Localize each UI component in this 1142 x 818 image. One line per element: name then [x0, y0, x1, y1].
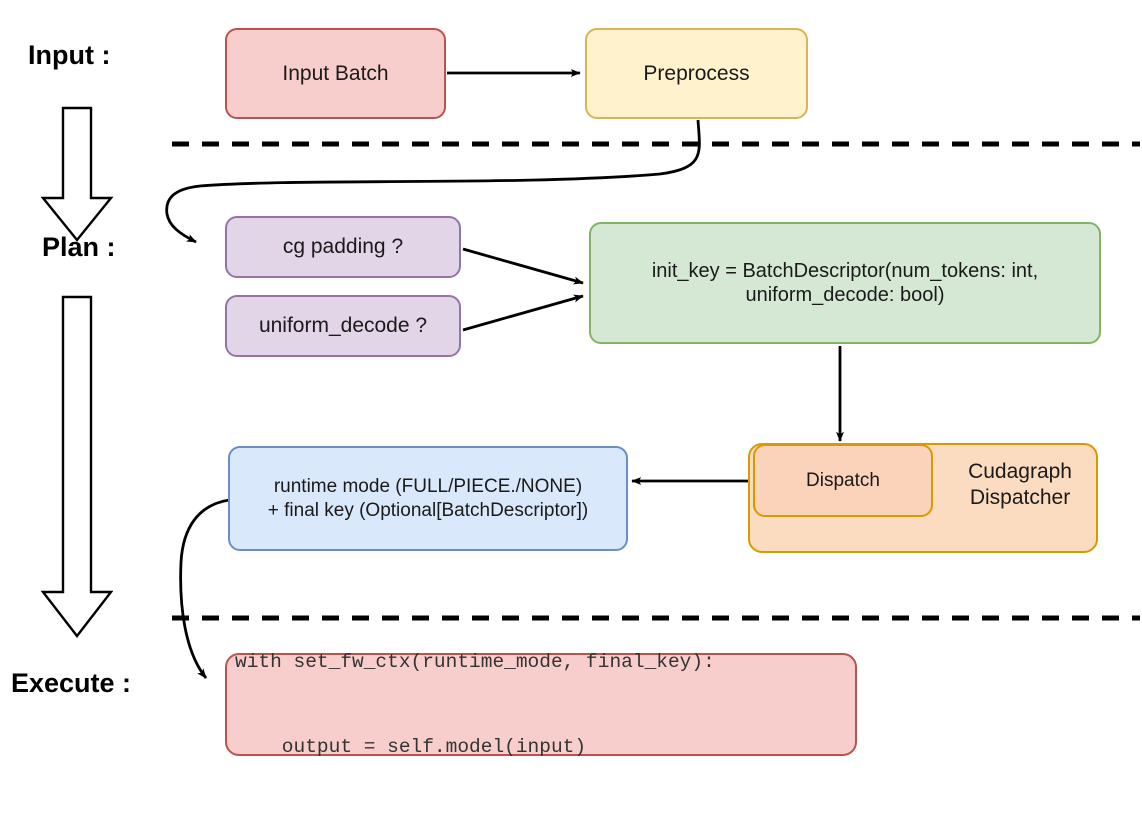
diagram-canvas: Input : Plan : Execute : Input Batch Pre… [11, 28, 1140, 758]
node-cg-padding[interactable]: cg padding ? [225, 216, 461, 278]
node-cudagraph-dispatcher-line2: Dispatcher [969, 485, 1071, 509]
node-execute-code-line2: output = self.model(input) [235, 735, 587, 758]
node-input-batch-label: Input Batch [282, 61, 389, 85]
node-input-batch[interactable]: Input Batch [225, 28, 446, 119]
node-execute-code-line1: with set_fw_ctx(runtime_mode, final_key)… [235, 650, 715, 673]
node-init-key-line1: init_key = BatchDescriptor(num_tokens: i… [651, 259, 1039, 282]
cg-padding-to-init-key-arrow [462, 247, 584, 285]
node-dispatch[interactable]: Dispatch [753, 444, 933, 517]
node-preprocess-label: Preprocess [643, 61, 750, 85]
input-to-plan-block-arrow [40, 106, 114, 242]
uniform-decode-to-init-key-arrow [462, 294, 584, 332]
node-uniform-decode[interactable]: uniform_decode ? [225, 295, 461, 357]
node-execute-code[interactable]: with set_fw_ctx(runtime_mode, final_key)… [225, 651, 857, 758]
stage-label-plan: Plan : [42, 232, 116, 262]
node-preprocess[interactable]: Preprocess [585, 28, 808, 119]
node-dispatch-label: Dispatch [806, 469, 880, 491]
runtime-mode-to-execute-code-arrow [179, 498, 230, 679]
node-init-key[interactable]: init_key = BatchDescriptor(num_tokens: i… [589, 222, 1101, 344]
node-runtime-mode-line2: + final key (Optional[BatchDescriptor]) [267, 499, 589, 521]
node-uniform-decode-label: uniform_decode ? [258, 314, 428, 338]
stage-label-input: Input : [28, 40, 111, 70]
plan-to-execute-block-arrow [40, 295, 114, 638]
node-init-key-line2: uniform_decode: bool) [745, 284, 945, 306]
node-runtime-mode[interactable]: runtime mode (FULL/PIECE./NONE) + final … [228, 446, 628, 551]
node-cudagraph-dispatcher-line1: Cudagraph [968, 460, 1072, 483]
node-cg-padding-label: cg padding ? [282, 235, 404, 259]
node-runtime-mode-line1: runtime mode (FULL/PIECE./NONE) [273, 476, 583, 498]
stage-label-execute: Execute : [11, 668, 132, 698]
